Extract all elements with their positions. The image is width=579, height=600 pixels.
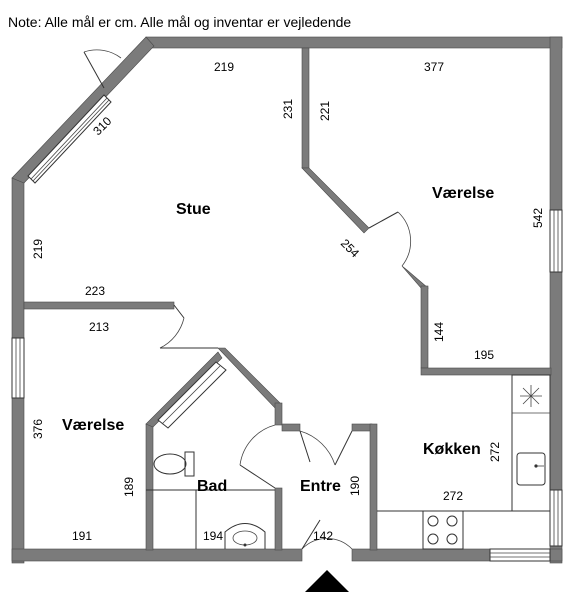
- wall-stue-vaerelse-left: [23, 301, 175, 310]
- dim-label: 213: [89, 320, 109, 334]
- wall-stue-vaerelse-vertical: [301, 47, 310, 169]
- wall-bad-left: [145, 423, 154, 551]
- plan-note: Note: Alle mål er cm. Alle mål og invent…: [8, 14, 351, 30]
- dim-label: 231: [281, 99, 295, 119]
- windows: [11, 94, 563, 562]
- dim-label: 272: [443, 489, 463, 503]
- dim-label: 221: [318, 101, 332, 121]
- toilet-icon: [153, 451, 195, 477]
- bathroom-fixtures: [153, 451, 266, 549]
- wall-entre-top-right: [351, 423, 373, 432]
- door-vaerelse-top: [368, 211, 411, 267]
- wall-stue-vaerelse-diag1: [301, 167, 370, 234]
- interior-walls: [23, 47, 552, 551]
- dim-label: 542: [531, 208, 545, 228]
- extractor-icon: [520, 385, 542, 407]
- sink-icon: [224, 523, 266, 549]
- dim-label: 219: [214, 60, 234, 74]
- wall-vaerelse-bottom-vertical: [420, 285, 429, 369]
- dim-label: 377: [424, 60, 444, 74]
- wall-bad-right-bottom: [274, 487, 283, 551]
- room-label-vaerelse-left: Værelse: [62, 417, 124, 434]
- wall-top: [145, 36, 563, 49]
- dimensions: 219 377 310 231 221 219 542 254 223 213 …: [31, 60, 545, 543]
- wall-diagonal: [11, 36, 155, 184]
- kitchen-sink-icon: [516, 452, 546, 486]
- dim-label: 142: [313, 529, 333, 543]
- entrance-arrow-icon: [305, 570, 349, 592]
- room-label-entre: Entre: [300, 478, 341, 495]
- wardrobe-diagonal: [157, 361, 227, 429]
- dim-label: 272: [488, 442, 502, 462]
- wall-bottom-left: [11, 548, 303, 562]
- dim-label: 254: [338, 236, 362, 260]
- room-label-kokken: Køkken: [423, 441, 481, 458]
- door-bad: [239, 424, 276, 489]
- dim-label: 189: [122, 477, 136, 497]
- wall-bad-diag: [217, 347, 281, 409]
- wall-bad-top-diag: [145, 351, 223, 428]
- wall-bad-right-top: [274, 402, 283, 426]
- dim-label: 194: [203, 529, 223, 543]
- wall-right: [549, 36, 563, 564]
- window-left: [11, 337, 25, 399]
- window-bottom: [489, 548, 551, 562]
- wall-entre-top-left: [281, 423, 301, 432]
- stove-icon: [422, 510, 464, 550]
- room-label-stue: Stue: [176, 201, 211, 218]
- room-label-bad: Bad: [197, 478, 227, 495]
- door-balcony: [83, 49, 122, 89]
- door-entre: [299, 430, 353, 466]
- doors: [159, 211, 411, 550]
- dim-label: 376: [31, 419, 45, 439]
- window-diagonal: [27, 94, 112, 184]
- wall-vaerelse-bottom: [420, 367, 552, 376]
- door-vaerelse-left: [159, 304, 218, 349]
- dim-label: 190: [348, 476, 362, 496]
- dim-label: 219: [31, 239, 45, 259]
- dim-label: 191: [72, 529, 92, 543]
- outer-walls: [11, 36, 563, 564]
- door-front: [301, 519, 353, 550]
- window-right-upper: [549, 209, 563, 273]
- dim-label: 144: [432, 322, 446, 342]
- wall-stue-vaerelse-diag2: [401, 265, 429, 289]
- dim-label: 223: [85, 284, 105, 298]
- wall-entre-right: [369, 423, 378, 551]
- window-right-lower: [549, 489, 563, 547]
- kitchen-fixtures: [377, 374, 551, 550]
- dim-label: 195: [474, 348, 494, 362]
- room-label-vaerelse-top: Værelse: [432, 185, 494, 202]
